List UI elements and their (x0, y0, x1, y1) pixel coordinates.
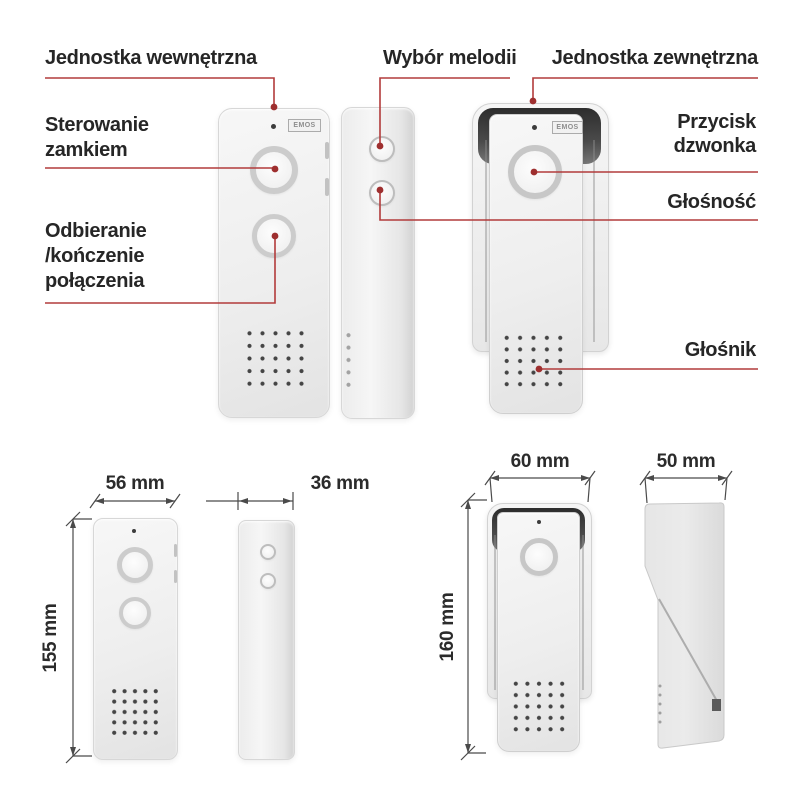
outdoor-unit-front-dimension-view (497, 512, 580, 752)
indoor-unit-front-dimension-view (93, 518, 178, 760)
volume-button (369, 180, 395, 206)
side-vent-dots (658, 684, 662, 724)
emos-logo: EMOS (288, 119, 321, 132)
microphone-hole (532, 125, 537, 130)
callout-lock-control-label: Sterowanie zamkiem (45, 114, 149, 161)
volume-button (260, 573, 276, 589)
callout-doorbell-button-label: Przycisk dzwonka (673, 111, 757, 157)
hood-edge-line (658, 598, 718, 702)
callout-volume-label: Głośność (667, 191, 756, 213)
speaker-grill (510, 678, 568, 735)
speaker-grill (109, 686, 161, 738)
dimension-indoor-height: 155 mm (40, 603, 61, 673)
side-button-nub (174, 544, 177, 557)
dimension-outdoor-depth: 50 mm (656, 451, 716, 472)
hood-inner-edge (494, 535, 496, 690)
indoor-unit-front-view: EMOS (218, 108, 330, 418)
melody-selection-button (260, 544, 276, 560)
speaker-grill (243, 327, 308, 390)
dimension-outdoor-height: 160 mm (437, 592, 458, 662)
answer-end-call-button (252, 214, 296, 258)
doorbell-button (508, 145, 562, 199)
dimension-outdoor-width: 60 mm (510, 451, 570, 472)
dimension-indoor-depth: 36 mm (310, 473, 370, 494)
answer-end-call-button (119, 597, 151, 629)
emos-logo: EMOS (552, 121, 583, 134)
side-button-nub (325, 178, 329, 196)
indoor-unit-side-view (341, 107, 415, 419)
microphone-hole (132, 529, 136, 533)
callout-outdoor-unit-label: Jednostka zewnętrzna (551, 47, 759, 69)
microphone-hole (271, 124, 276, 129)
speaker-grill (500, 332, 567, 390)
hood-inner-edge (485, 140, 487, 342)
microphone-hole (537, 520, 541, 524)
side-button-nub (174, 570, 177, 583)
cable-outlet (712, 699, 721, 711)
callout-melody-selection-label: Wybór melodii (383, 47, 517, 69)
outdoor-unit-side-dimension-view (644, 502, 725, 749)
dimension-indoor-width: 56 mm (105, 473, 165, 494)
callout-speaker-label: Głośnik (684, 339, 757, 361)
hood-inner-edge (582, 535, 584, 690)
side-button-nub (325, 142, 329, 159)
indoor-unit-side-dimension-view (238, 520, 295, 760)
callout-answer-end-call-label: Odbieranie /kończenie połączenia (45, 220, 147, 292)
lock-control-button (250, 146, 298, 194)
hood-inner-edge (593, 140, 595, 342)
lock-control-button (117, 547, 153, 583)
indoor-unit-callout-line (45, 77, 275, 106)
callout-indoor-unit-label: Jednostka wewnętrzna (45, 47, 257, 69)
outdoor-unit-callout-line (532, 77, 758, 100)
melody-selection-button (369, 136, 395, 162)
side-vent-dots (344, 329, 353, 391)
outdoor-unit-front-view: EMOS (489, 114, 583, 414)
doorbell-button (520, 538, 558, 576)
